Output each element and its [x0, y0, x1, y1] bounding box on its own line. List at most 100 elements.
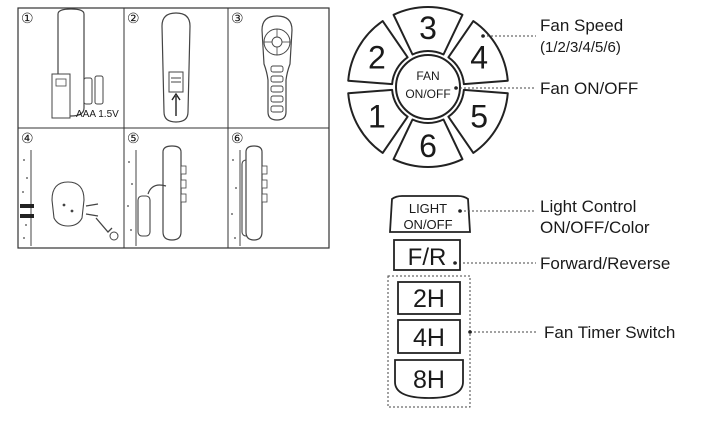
screw-hole [70, 209, 74, 213]
fan-onoff-label: Fan ON/OFF [540, 79, 638, 98]
fr-button-shape[interactable] [393, 239, 461, 271]
fan-speed-6-button[interactable] [392, 118, 464, 168]
installation-steps-grid: ① AAA 1.5V ② ③ [17, 7, 330, 249]
remote-button-icon [270, 75, 284, 83]
timer-2h-button[interactable]: 2H [397, 281, 461, 315]
leader-dot [454, 86, 458, 90]
wall-texture-dot [22, 191, 24, 193]
leader-dot [458, 209, 462, 213]
screwdriver-icon [95, 217, 113, 233]
step-number: ② [127, 10, 140, 26]
fan-speed-values: (1/2/3/4/5/6) [540, 39, 621, 56]
battery-label: AAA 1.5V [76, 109, 119, 120]
forward-reverse-label: Forward/Reverse [540, 254, 670, 273]
step-number: ⑤ [127, 130, 140, 146]
timer-group-outline [387, 275, 471, 408]
light-button-line1: LIGHT [409, 201, 447, 216]
fan-speed-1-label: 1 [368, 99, 386, 135]
timer-8h-label: 8H [413, 366, 445, 394]
fan-speed-5-label: 5 [470, 99, 488, 135]
fan-onoff-line1: FAN [416, 69, 439, 83]
fan-speed-3-button[interactable] [392, 6, 464, 56]
fan-onoff-button[interactable] [395, 54, 461, 120]
timer-8h-shape[interactable] [394, 359, 464, 399]
wall-anchor-icon [20, 204, 34, 208]
wall-texture-dot [23, 159, 25, 161]
remote-button-icon [270, 65, 284, 73]
wall-holder-icon [51, 181, 85, 227]
timer-4h-shape[interactable] [397, 319, 461, 354]
side-button-icon [180, 165, 187, 175]
step-4-panel: ④ [20, 130, 119, 246]
side-button-icon [261, 179, 268, 189]
side-button-icon [180, 179, 187, 189]
wall-texture-dot [235, 187, 237, 189]
screw-icon [85, 203, 99, 207]
remote-button-icon [270, 85, 284, 93]
battery-icon [94, 75, 104, 105]
wall-texture-dot [231, 213, 233, 215]
insert-arrow-icon [147, 184, 167, 195]
step-3-panel: ③ [231, 10, 293, 121]
wall-texture-dot [25, 224, 27, 226]
step-5-panel: ⑤ [127, 130, 187, 246]
fan-speed-segments: 34 561 2 [347, 6, 509, 168]
remote-back-icon [161, 12, 191, 123]
remote-button-icon [270, 95, 284, 103]
fan-speed-2-button[interactable] [347, 20, 409, 86]
screw-icon [85, 213, 99, 217]
remote-button-icon [270, 105, 284, 113]
leader-dot [453, 261, 457, 265]
leader-dot [468, 330, 472, 334]
battery-cover-tab [55, 78, 67, 87]
light-control-button[interactable]: LIGHT ON/OFF [389, 195, 471, 233]
step-number: ④ [21, 130, 34, 146]
side-button-icon [180, 193, 187, 203]
wall-texture-dot [26, 177, 28, 179]
wall-anchor-icon [20, 214, 34, 218]
wall-texture-dot [127, 205, 129, 207]
step-1-panel: ① AAA 1.5V [21, 8, 119, 120]
timer-8h-button[interactable]: 8H [394, 359, 464, 399]
timer-2h-shape[interactable] [397, 281, 461, 315]
fr-button-label: F/R [408, 244, 447, 271]
remote-mounted-icon [245, 145, 263, 241]
light-control-modes: ON/OFF/Color [540, 218, 650, 237]
screw-hole [62, 203, 66, 207]
light-button-line2: ON/OFF [403, 217, 452, 232]
step-2-panel: ② [127, 10, 191, 123]
screwdriver-handle-icon [109, 231, 119, 241]
fan-speed-6-label: 6 [419, 128, 437, 164]
step-number: ① [21, 10, 34, 26]
wall-texture-dot [131, 183, 133, 185]
forward-reverse-button[interactable]: F/R [393, 239, 461, 271]
arrow-head-icon [171, 92, 181, 101]
wall-texture-dot [23, 237, 25, 239]
leader-dot [481, 34, 485, 38]
wall-holder-icon [137, 195, 151, 237]
remote-side-icon [162, 145, 182, 241]
remote-dial-center [271, 36, 283, 48]
fan-speed-5-button[interactable] [447, 88, 509, 154]
fan-speed-3-label: 3 [419, 10, 437, 46]
wall-texture-dot [128, 161, 130, 163]
fan-speed-2-label: 2 [368, 40, 386, 76]
fan-speed-4-button[interactable] [447, 20, 509, 86]
wall-texture-dot [234, 237, 236, 239]
timer-4h-button[interactable]: 4H [397, 319, 461, 354]
side-button-icon [261, 193, 268, 203]
side-button-icon [261, 165, 268, 175]
light-button-shape[interactable] [389, 195, 471, 233]
fan-timer-label: Fan Timer Switch [544, 323, 675, 342]
fan-speed-4-label: 4 [470, 40, 488, 76]
battery-icon [83, 77, 93, 105]
fan-speed-1-button[interactable] [347, 88, 409, 154]
step-number: ⑥ [231, 130, 244, 146]
step-number: ③ [231, 10, 244, 26]
wall-texture-dot [130, 229, 132, 231]
timer-4h-label: 4H [413, 324, 445, 352]
timer-2h-label: 2H [413, 285, 445, 313]
wall-texture-dot [232, 159, 234, 161]
